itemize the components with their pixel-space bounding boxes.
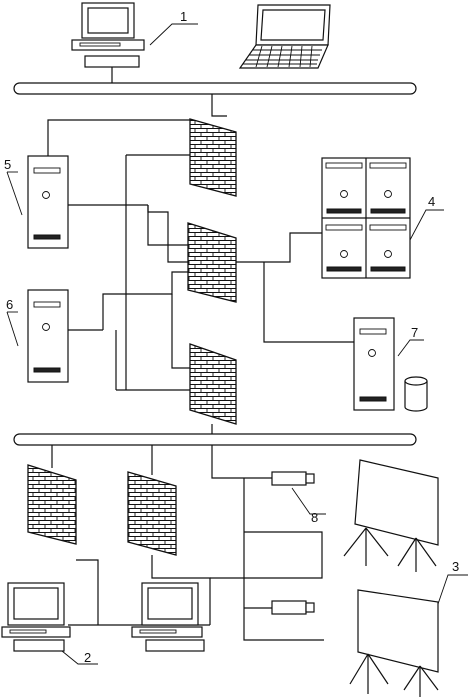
projection-screen-lower-3 <box>349 589 439 697</box>
projection-screen-upper <box>343 459 439 572</box>
laptop-computer <box>238 4 331 69</box>
desktop-computer-top <box>71 2 145 83</box>
desktop-computer-bottom-left <box>1 582 71 652</box>
server-5 <box>27 155 69 249</box>
server-7 <box>353 317 395 411</box>
label-6: 6 <box>6 297 13 312</box>
desktop-computer-bottom-right <box>131 582 205 652</box>
label-1: 1 <box>180 9 187 24</box>
server-firewall-wiring <box>47 119 190 391</box>
server-6 <box>27 289 69 383</box>
label-5: 5 <box>4 157 11 172</box>
firewall-to-storage-wiring <box>236 232 354 343</box>
camera-lower <box>271 600 315 615</box>
leader-lines <box>6 23 468 665</box>
database-icon <box>404 376 428 412</box>
label-7: 7 <box>411 325 418 340</box>
lower-backbone-bus <box>13 433 417 446</box>
firewall-lower-left <box>27 464 77 545</box>
lower-network-wiring <box>51 445 324 641</box>
top-backbone-bus <box>13 82 417 95</box>
label-4: 4 <box>428 194 435 209</box>
firewall-top <box>189 118 237 197</box>
firewall-lower-center <box>127 471 177 556</box>
label-2: 2 <box>84 650 91 665</box>
camera-upper-8 <box>271 471 315 486</box>
label-3: 3 <box>452 559 459 574</box>
storage-array-4 <box>321 157 411 279</box>
label-8: 8 <box>311 510 318 525</box>
firewall-middle <box>187 222 237 303</box>
firewall-bottom <box>189 343 237 425</box>
